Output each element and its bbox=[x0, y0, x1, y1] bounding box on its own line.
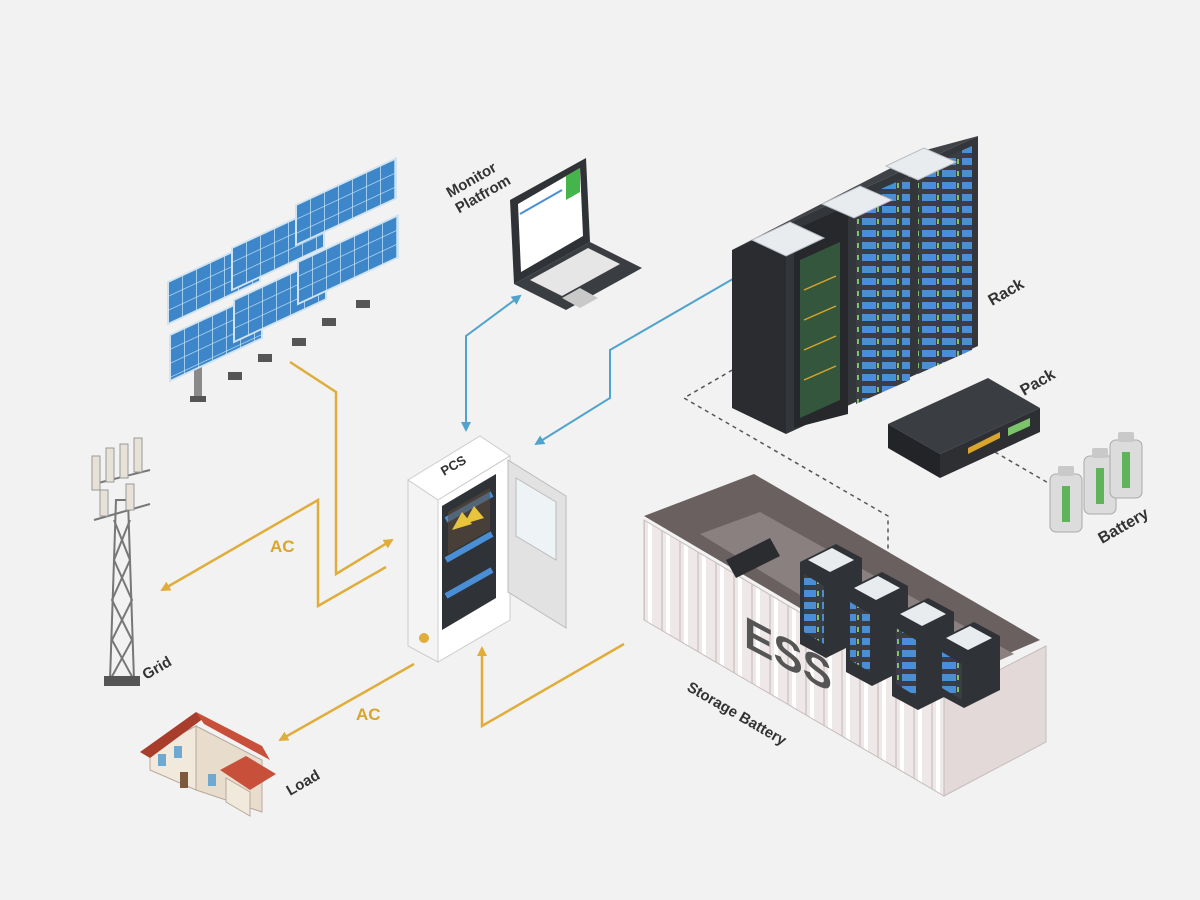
laptop-monitor bbox=[510, 158, 642, 310]
battery-cell bbox=[1049, 466, 1083, 533]
rack-label: Rack bbox=[986, 276, 1028, 310]
pcs-to-load-line bbox=[278, 662, 415, 742]
rack-cabinet bbox=[732, 136, 978, 434]
grid-tower bbox=[91, 437, 151, 686]
ac-load-label: AC bbox=[356, 705, 381, 724]
battery-cell bbox=[1083, 448, 1117, 515]
dashed-lines bbox=[682, 329, 1051, 578]
ess-rack-unit bbox=[938, 622, 1000, 708]
rack-to-pcs-line bbox=[534, 275, 739, 446]
pack-label: Pack bbox=[1018, 366, 1059, 399]
communication-lines bbox=[461, 275, 739, 446]
ess-to-pcs-line bbox=[477, 642, 625, 729]
load-label: Load bbox=[284, 767, 324, 800]
grid-label: Grid bbox=[140, 653, 175, 683]
pcs-to-grid-line bbox=[160, 497, 387, 609]
ess-container bbox=[643, 474, 1047, 797]
pack-module bbox=[888, 378, 1040, 478]
solar-panel bbox=[295, 156, 397, 247]
monitor-platform-label: Monitor Platfrom bbox=[444, 156, 514, 217]
solar-panel bbox=[297, 213, 399, 306]
battery-cells bbox=[1049, 432, 1143, 533]
ac-grid-label: AC bbox=[270, 537, 295, 556]
battery-cell bbox=[1109, 432, 1143, 499]
power-flow-lines bbox=[160, 360, 625, 742]
pcs-to-monitor-line bbox=[465, 294, 522, 425]
solar-array bbox=[167, 156, 399, 402]
pcs-cabinet bbox=[407, 435, 567, 663]
solar-to-pcs-line bbox=[289, 360, 394, 577]
house bbox=[140, 712, 276, 817]
